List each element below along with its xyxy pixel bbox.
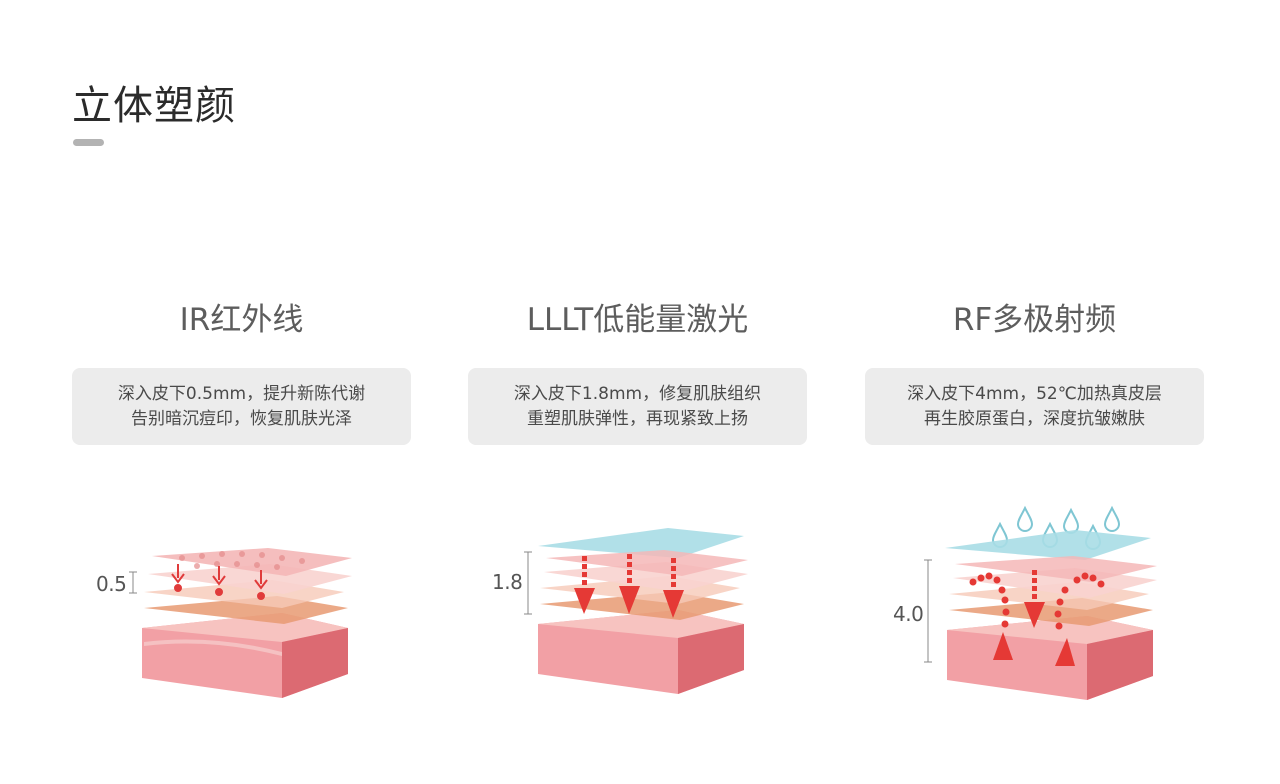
- description-line: 深入皮下1.8mm，修复肌肤组织: [513, 383, 762, 404]
- feature-rf: RF多极射频 深入皮下4mm，52℃加热真皮层 再生胶原蛋白，深度抗皱嫩肤 4.…: [865, 296, 1204, 700]
- page-title: 立体塑颜: [72, 83, 236, 129]
- skin-layers-icon: [129, 548, 352, 698]
- feature-description: 深入皮下0.5mm，提升新陈代谢 告别暗沉痘印，恢复肌肤光泽: [72, 368, 411, 445]
- skin-layers-icon: [524, 528, 748, 694]
- description-line: 告别暗沉痘印，恢复肌肤光泽: [131, 408, 352, 429]
- depth-label: 1.8: [492, 570, 523, 594]
- feature-heading: LLLT低能量激光: [526, 302, 749, 338]
- title-underline: [73, 139, 104, 146]
- depth-label: 0.5: [96, 572, 127, 596]
- feature-description: 深入皮下4mm，52℃加热真皮层 再生胶原蛋白，深度抗皱嫩肤: [865, 368, 1204, 445]
- skin-layers-illustration: 4.0: [865, 496, 1204, 706]
- skin-layers-illustration: 1.8: [468, 496, 807, 706]
- description-line: 再生胶原蛋白，深度抗皱嫩肤: [924, 408, 1145, 429]
- feature-heading: IR红外线: [179, 302, 304, 338]
- feature-ir: IR红外线 深入皮下0.5mm，提升新陈代谢 告别暗沉痘印，恢复肌肤光泽 0.5: [72, 296, 411, 698]
- description-line: 重塑肌肤弹性，再现紧致上扬: [527, 408, 748, 429]
- description-line: 深入皮下0.5mm，提升新陈代谢: [117, 383, 366, 404]
- feature-heading: RF多极射频: [952, 302, 1117, 338]
- skin-layers-illustration: 0.5: [72, 496, 411, 706]
- feature-lllt: LLLT低能量激光 深入皮下1.8mm，修复肌肤组织 重塑肌肤弹性，再现紧致上扬…: [468, 296, 807, 694]
- skin-layers-icon: [924, 505, 1157, 700]
- description-line: 深入皮下4mm，52℃加热真皮层: [907, 383, 1162, 404]
- depth-label: 4.0: [893, 602, 924, 626]
- feature-description: 深入皮下1.8mm，修复肌肤组织 重塑肌肤弹性，再现紧致上扬: [468, 368, 807, 445]
